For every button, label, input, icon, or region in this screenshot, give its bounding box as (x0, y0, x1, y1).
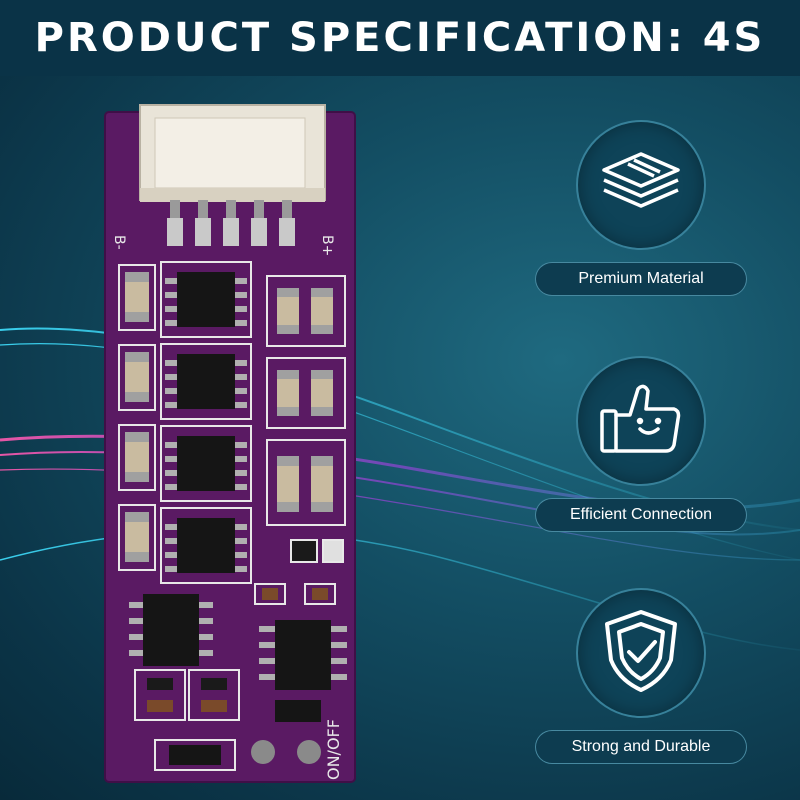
page-title: PRODUCT SPECIFICATION: 4S (34, 15, 766, 61)
control-ic-right (259, 620, 347, 690)
layers-icon (596, 148, 686, 223)
label-on-off: ON/OFF (324, 719, 343, 780)
feature-label-2: Efficient Connection (535, 498, 747, 532)
pad-right (297, 740, 321, 764)
label-b-minus: B- (111, 235, 127, 250)
feature-label-1: Premium Material (535, 262, 747, 296)
label-b-plus: B+ (319, 235, 335, 256)
bottom-diode (275, 700, 321, 722)
feature-efficient-connection-badge (576, 356, 706, 486)
title-banner: PRODUCT SPECIFICATION: 4S (0, 0, 800, 76)
feature-premium-material-badge (576, 120, 706, 250)
shield-check-icon (601, 608, 681, 699)
smd-resistors (254, 539, 344, 605)
feature-label-3: Strong and Durable (535, 730, 747, 764)
right-components (266, 275, 346, 526)
thumbs-up-icon (596, 379, 686, 464)
feature-strong-durable-badge (576, 588, 706, 718)
feature-text: Efficient Connection (569, 506, 712, 523)
feature-text: Strong and Durable (571, 738, 711, 755)
control-ic-left (129, 594, 213, 666)
mosfet-chips (160, 261, 252, 584)
bottom-left-diode (169, 745, 221, 765)
feature-text: Premium Material (578, 270, 704, 287)
bms-board-image: B- B+ (95, 100, 365, 790)
bottom-left-resistors (134, 669, 240, 721)
left-capacitors (118, 264, 156, 571)
pad-left (251, 740, 275, 764)
pcb-board: B- B+ (104, 104, 356, 783)
